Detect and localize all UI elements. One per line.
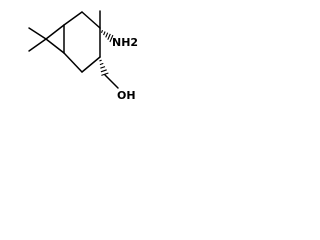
bond-c7-methyl-b [28, 38, 47, 52]
bond-c2-c3 [81, 11, 101, 29]
bond-ch2-oh [104, 74, 119, 89]
bond-c7-c1 [45, 24, 65, 40]
hashed-bond-c3-amine [100, 30, 114, 43]
bond-c5-c6 [63, 52, 83, 73]
bond-c7-c6 [45, 38, 65, 54]
hydroxyl-label: OH [117, 89, 136, 102]
hashed-bond-c4-ch2 [99, 59, 109, 76]
amine-label: NH2 [112, 36, 138, 49]
molecule-structure: NH2 OH [28, 10, 138, 102]
bond-c1-c2 [63, 11, 83, 26]
bonds-group [28, 10, 119, 89]
bond-c7-methyl-a [28, 27, 47, 40]
bond-c4-c5 [81, 56, 101, 73]
